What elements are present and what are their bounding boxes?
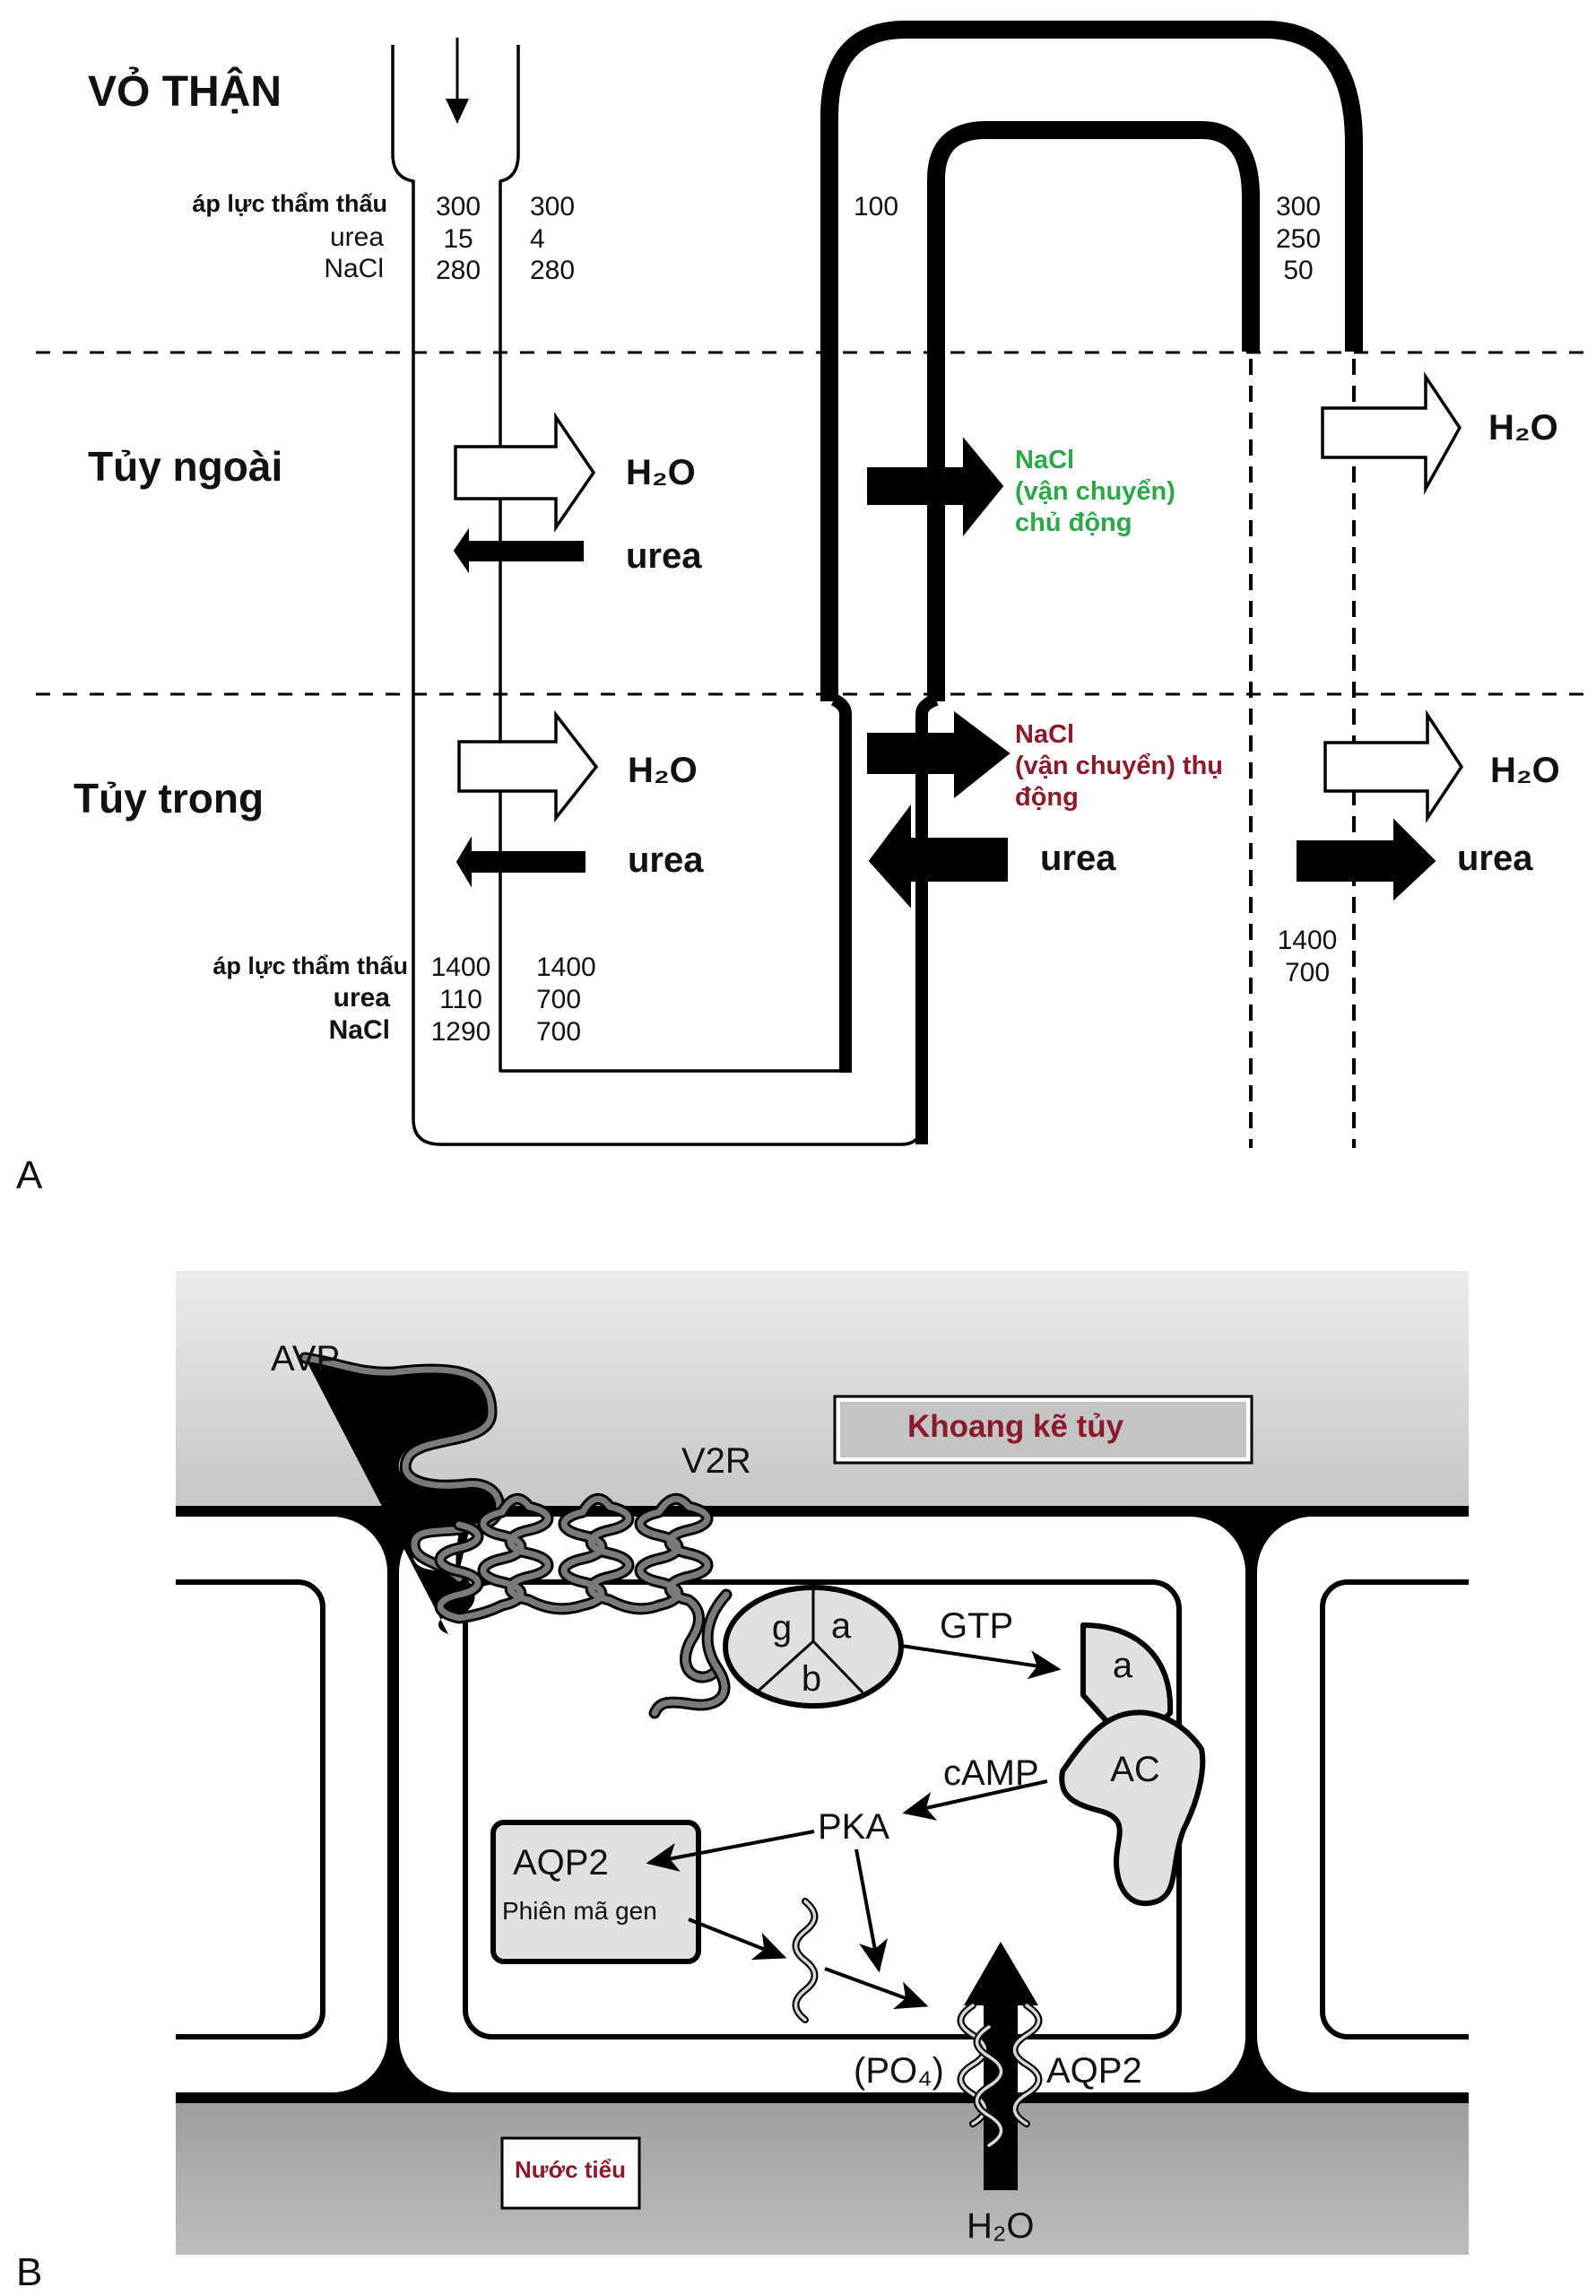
inner-interstitium-urea: 700 [536, 985, 581, 1014]
inner-desc-urea: 110 [439, 985, 482, 1014]
aqp2-strand-core [794, 1900, 817, 2022]
inner-interstitium-osmolality: 1400 [536, 952, 596, 982]
collecting-water-label: H₂O [1488, 408, 1558, 448]
inner-interstitium-nacl: 700 [536, 1017, 581, 1047]
ascending-limb-inner-wall-lower [830, 693, 852, 1073]
right-cell [1257, 1517, 1469, 2092]
g-alpha-label: a [831, 1606, 852, 1646]
inner-row-label-urea: urea [334, 983, 391, 1013]
nacl-active-label-line2: (vận chuyển) [1015, 477, 1175, 506]
lumen-region [176, 2090, 1469, 2255]
left-cell-cytoplasm [176, 1579, 325, 2039]
interstitium-label: Khoang kẽ tủy [907, 1409, 1124, 1444]
aqp2-channel-label: AQP2 [1046, 2051, 1142, 2091]
desc-urea: 15 [443, 224, 473, 254]
urine-label-box: Nước tiểu [500, 2136, 641, 2210]
ascending-urea-in-arrow-icon [868, 804, 1008, 909]
panel-b: Khoang kẽ tủy AVP V2R g [16, 1271, 1469, 2294]
avp-label: AVP [271, 1339, 340, 1378]
right-cell-cytoplasm [1320, 1579, 1469, 2039]
interstitium-nacl: 280 [530, 256, 575, 285]
inner-water-out-arrow-icon [457, 709, 599, 823]
water-label: H₂O [626, 453, 696, 492]
inner-water-label: H₂O [628, 751, 698, 790]
inner-desc-nacl: 1290 [431, 1017, 491, 1047]
g-protein: g a b [723, 1585, 904, 1709]
panel-a-label: A [16, 1153, 43, 1197]
v2r-label: V2R [681, 1441, 751, 1481]
thick-ascending-osmolality: 100 [854, 192, 898, 222]
pka-to-aqp2-arrow [646, 1830, 815, 1872]
pka-to-channel-arrow [854, 1848, 888, 1973]
desc-osmolality: 300 [436, 192, 481, 222]
descending-limb-inner-wall [499, 45, 843, 1073]
inner-desc-osmolality: 1400 [431, 952, 491, 982]
zone-inner-medulla-label: Tủy trong [74, 775, 264, 822]
vesicle-to-channel-arrow [824, 1967, 929, 2010]
water-out-arrow-icon [454, 412, 596, 533]
inner-collecting-water-label: H₂O [1490, 751, 1560, 790]
interstitium-osmolality: 300 [530, 192, 575, 222]
nacl-passive-arrow-icon [867, 711, 1011, 799]
adenylyl-cyclase [1059, 1709, 1206, 1907]
interstitium-label-box: Khoang kẽ tủy [833, 1395, 1253, 1465]
flow-direction-arrowhead-icon [446, 99, 469, 124]
collecting-urea: 250 [1276, 224, 1321, 254]
ac-alpha-label: a [1113, 1646, 1133, 1685]
nacl-active-arrow-icon [867, 437, 1004, 536]
nacl-active-label-line3: chủ động [1015, 509, 1132, 537]
gtp-label: GTP [940, 1606, 1013, 1646]
collecting-nacl: 50 [1283, 256, 1313, 285]
aqp2-box-label: AQP2 [513, 1843, 609, 1883]
inner-urea-in-arrow-icon [455, 836, 585, 888]
interstitium-urea: 4 [530, 224, 545, 254]
inner-row-label-osmolality: áp lực thẩm thấu [213, 952, 408, 979]
inner-collecting-urea: 700 [1285, 958, 1330, 987]
inner-collecting-osmolality: 1400 [1278, 926, 1338, 955]
urine-label: Nước tiểu [515, 2156, 626, 2183]
g-gamma-label: g [772, 1608, 792, 1648]
avp-v2r-protein [299, 1352, 733, 1719]
camp-arrow [902, 1779, 1048, 1821]
zone-cortex-label: VỎ THẬN [88, 66, 282, 116]
inner-urea-label: urea [628, 840, 704, 880]
nacl-passive-label-line3: động [1015, 783, 1079, 812]
left-cell [176, 1517, 387, 2092]
row-label-osmolality: áp lực thẩm thấu [192, 190, 387, 217]
g-beta-label: b [802, 1659, 821, 1699]
nacl-passive-label: NaCl [1015, 720, 1074, 749]
transcription-to-vesicle-arrow [688, 1918, 787, 1961]
cortex-table: áp lực thẩm thấu urea NaCl 300 15 280 30… [192, 190, 1321, 285]
inner-row-label-nacl: NaCl [329, 1015, 390, 1045]
row-label-urea: urea [330, 222, 384, 252]
gtp-arrow [900, 1644, 1062, 1680]
pka-label: PKA [818, 1807, 889, 1847]
transcription-label: Phiên mã gen [502, 1897, 657, 1925]
collecting-osmolality: 300 [1276, 192, 1321, 222]
collecting-urea-label: urea [1457, 839, 1533, 878]
inner-medulla-table: áp lực thẩm thấu urea NaCl 1400 110 1290… [213, 926, 1337, 1047]
row-label-nacl: NaCl [324, 254, 384, 283]
inner-collecting-water-arrow-icon [1323, 709, 1464, 823]
po4-label: (PO₄) [854, 2051, 944, 2091]
ascending-limb-outer-wall [820, 21, 1363, 701]
desc-nacl: 280 [436, 256, 481, 285]
ascending-urea-label: urea [1040, 839, 1116, 878]
panel-b-label: B [16, 2250, 42, 2294]
water-flux-label: H₂O [967, 2206, 1035, 2246]
panel-a: VỎ THẬN Tủy ngoài Tủy trong áp lực thẩm … [16, 21, 1596, 1197]
aqp2-channel [957, 2002, 1043, 2149]
nacl-passive-label-line2: (vận chuyển) thụ [1015, 752, 1223, 780]
urea-label: urea [626, 536, 702, 576]
ac-label: AC [1110, 1750, 1160, 1789]
nacl-active-label: NaCl [1015, 446, 1074, 474]
collecting-water-arrow-icon [1321, 371, 1462, 495]
urea-in-arrow-icon [453, 527, 584, 574]
ascending-limb-inner-wall [927, 121, 1260, 701]
collecting-urea-out-arrow-icon [1297, 818, 1436, 901]
zone-outer-medulla-label: Tủy ngoài [88, 443, 282, 490]
